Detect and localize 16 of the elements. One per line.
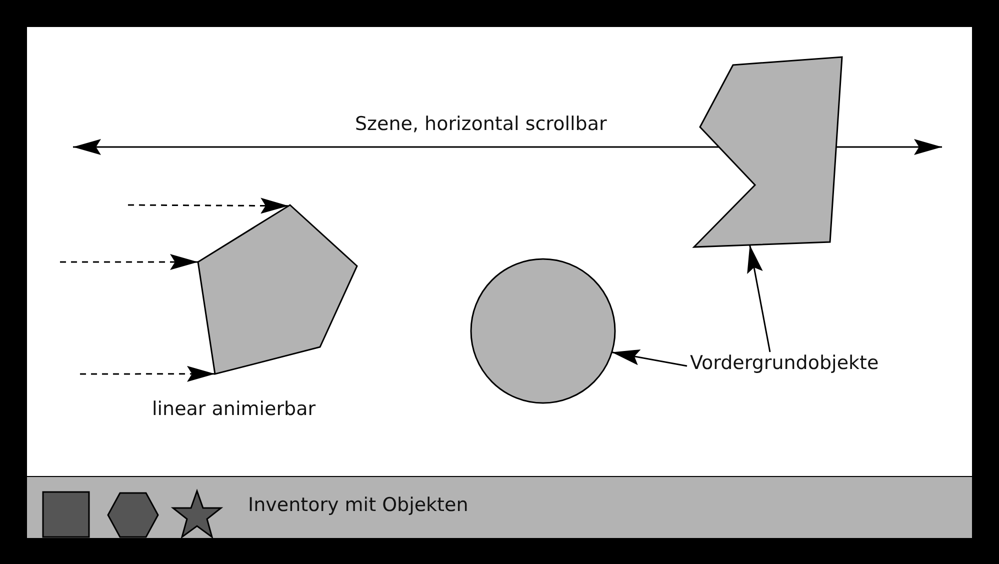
arrow xyxy=(612,349,688,367)
dashed-arrow xyxy=(128,198,289,214)
arrow xyxy=(747,244,771,352)
irregular-polygon-shape xyxy=(692,55,844,249)
callout-text: Vordergrundobjekte xyxy=(690,352,879,375)
circle-shape xyxy=(470,258,616,404)
pentagon-shape xyxy=(196,203,359,376)
square-icon xyxy=(42,491,90,538)
inventory-label: Inventory mit Objekten xyxy=(248,494,468,517)
dashed-arrow xyxy=(80,366,215,382)
caption-text: linear animierbar xyxy=(152,398,316,421)
inventory-bar xyxy=(27,476,972,538)
scene-label: Szene, horizontal scrollbar xyxy=(355,113,607,136)
star-icon xyxy=(172,490,222,538)
hexagon-icon xyxy=(107,492,159,538)
dashed-arrow xyxy=(60,254,198,270)
